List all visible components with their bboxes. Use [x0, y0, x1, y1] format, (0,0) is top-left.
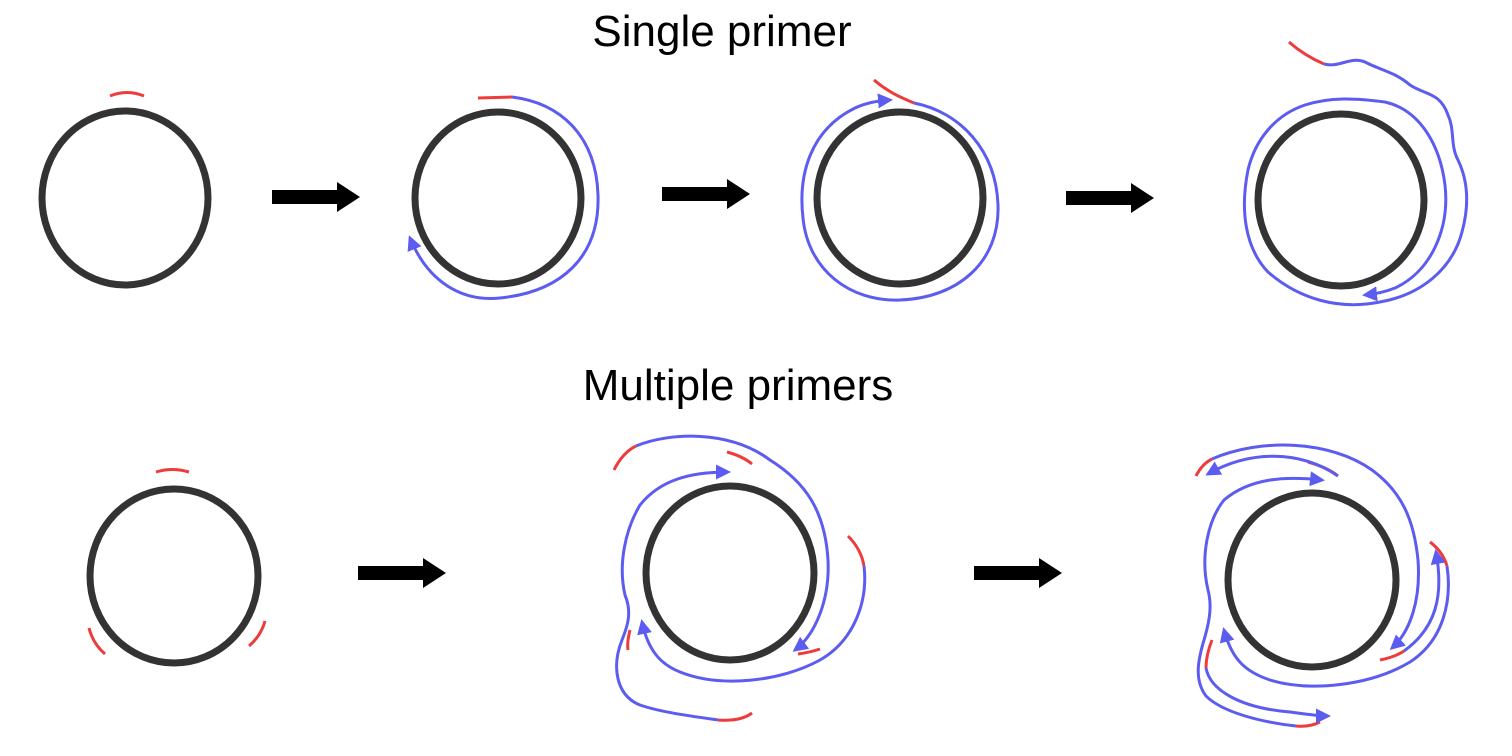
extension-strand: [1196, 471, 1325, 728]
step-arrow: [272, 182, 360, 212]
extension-strand: [615, 464, 731, 722]
single-stage-2: [407, 95, 600, 300]
reverse-strand: [1403, 549, 1446, 653]
step-arrow: [358, 558, 446, 588]
displaced-primer: [846, 534, 866, 567]
displaced-primer: [612, 444, 637, 471]
primer: [477, 95, 513, 100]
single-stage-3: [800, 78, 1000, 302]
displaced-primer: [1295, 720, 1321, 728]
multi-stage-2: [612, 434, 867, 722]
circular-template: [1254, 110, 1428, 290]
circular-template: [642, 482, 818, 664]
single-stage-4: [1242, 40, 1469, 307]
primer: [248, 620, 267, 648]
extension-strand: [1211, 443, 1420, 650]
primer: [797, 647, 821, 656]
multiple-primers-title: Multiple primers: [583, 361, 894, 410]
extension-strand: [800, 93, 1000, 302]
multi-stage-1: [86, 468, 267, 667]
step-arrow: [974, 558, 1062, 588]
single-primer-title: Single primer: [592, 7, 851, 56]
primer: [1204, 639, 1214, 669]
displaced-primer: [717, 711, 753, 722]
concatemer-strand: [1242, 58, 1469, 307]
primer: [1379, 649, 1405, 662]
displaced-primer: [873, 78, 915, 105]
circular-template: [813, 108, 987, 288]
extension-strand: [635, 434, 830, 652]
single-stage-1: [38, 91, 212, 289]
primer: [155, 468, 190, 474]
reverse-strand: [1205, 454, 1339, 478]
extension-strand: [1219, 565, 1450, 688]
displaced-primer: [1194, 457, 1213, 477]
primer: [726, 450, 753, 466]
extension-strand: [407, 95, 600, 300]
multi-stage-3: [1194, 443, 1450, 728]
extension-strand: [637, 565, 867, 683]
primer: [626, 629, 632, 651]
circular-template: [411, 108, 585, 288]
primer: [87, 627, 106, 656]
primer: [109, 91, 145, 98]
reverse-strand: [1204, 667, 1331, 724]
step-arrow: [1066, 183, 1154, 213]
circular-template: [1224, 489, 1400, 671]
displaced-primer: [1288, 40, 1325, 66]
circular-template: [38, 107, 212, 289]
circular-template: [86, 485, 262, 667]
step-arrow: [662, 179, 750, 209]
